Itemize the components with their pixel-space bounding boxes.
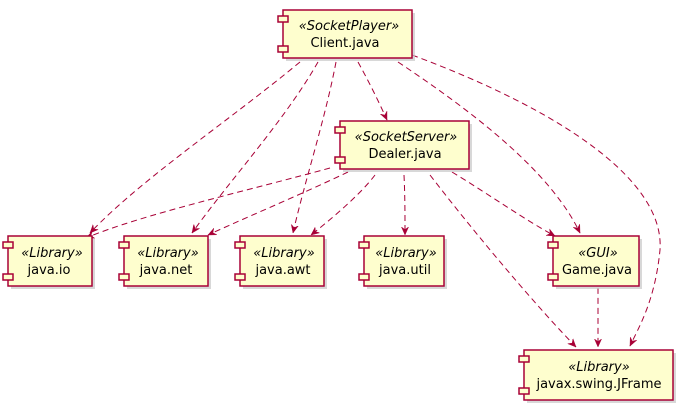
component-dealer[interactable]: «SocketServer» Dealer.java — [334, 120, 472, 172]
edge-client-dealer — [357, 61, 388, 120]
component-port-icon — [277, 45, 289, 53]
stereotype-label: «GUI» — [578, 246, 617, 261]
edge-client-javanet — [191, 61, 319, 233]
component-port-icon — [2, 273, 14, 281]
component-name: Dealer.java — [368, 147, 441, 162]
component-port-icon — [518, 355, 530, 363]
component-name: java.net — [139, 263, 193, 278]
component-port-icon — [118, 273, 130, 281]
component-port-icon — [518, 387, 530, 395]
component-port-icon — [547, 273, 559, 281]
dependency-edges — [86, 54, 661, 347]
stereotype-label: «Library» — [21, 246, 83, 261]
component-name: javax.swing.JFrame — [535, 377, 661, 392]
component-port-icon — [358, 241, 370, 249]
edge-client-jframe — [411, 54, 661, 346]
component-javautil[interactable]: «Library» java.util — [358, 235, 447, 289]
component-port-icon — [277, 15, 289, 23]
edge-client-javaio — [90, 61, 301, 233]
edge-client-game — [397, 61, 581, 233]
edge-dealer-jframe — [429, 174, 576, 347]
component-port-icon — [2, 241, 14, 249]
component-jframe[interactable]: «Library» javax.swing.JFrame — [518, 349, 676, 403]
edge-dealer-javaawt — [311, 174, 376, 236]
stereotype-label: «SocketPlayer» — [299, 19, 399, 34]
component-name: java.util — [378, 263, 431, 278]
component-port-icon — [358, 273, 370, 281]
component-javanet[interactable]: «Library» java.net — [118, 235, 211, 289]
component-client[interactable]: «SocketPlayer» Client.java — [277, 9, 415, 61]
component-name: Game.java — [562, 263, 632, 278]
component-name: Client.java — [310, 36, 379, 51]
component-port-icon — [234, 241, 246, 249]
component-name: java.awt — [254, 263, 310, 278]
stereotype-label: «Library» — [375, 246, 437, 261]
component-port-icon — [234, 273, 246, 281]
component-javaawt[interactable]: «Library» java.awt — [234, 235, 327, 289]
edge-dealer-javaio — [86, 167, 331, 239]
edge-client-javaawt — [293, 61, 337, 233]
edge-dealer-javanet — [208, 171, 349, 236]
stereotype-label: «Library» — [137, 246, 199, 261]
edge-dealer-game — [451, 171, 555, 237]
component-game[interactable]: «GUI» Game.java — [547, 235, 642, 289]
component-port-icon — [118, 241, 130, 249]
component-port-icon — [334, 156, 346, 164]
edge-dealer-javautil — [404, 174, 405, 235]
component-name: java.io — [27, 263, 71, 278]
component-port-icon — [547, 241, 559, 249]
component-port-icon — [334, 126, 346, 134]
component-javaio[interactable]: «Library» java.io — [2, 235, 95, 289]
stereotype-label: «SocketServer» — [355, 130, 458, 145]
stereotype-label: «Library» — [253, 246, 315, 261]
stereotype-label: «Library» — [568, 360, 630, 375]
